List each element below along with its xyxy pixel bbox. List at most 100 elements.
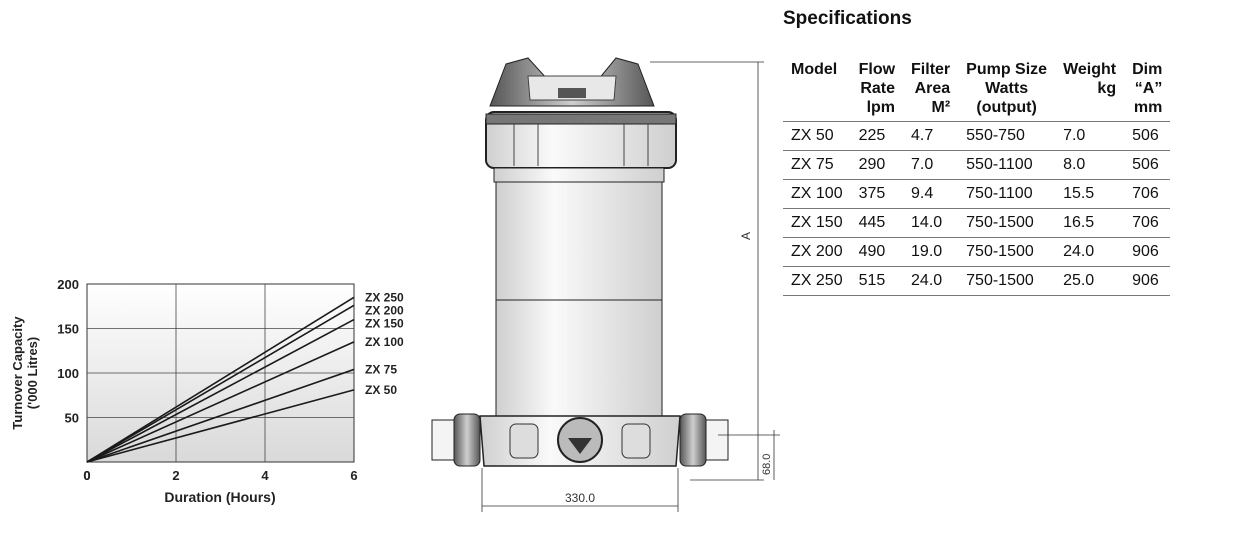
cell-model: ZX 100 <box>783 179 851 209</box>
cell-pump-size: 550-750 <box>958 121 1056 151</box>
cell-model: ZX 75 <box>783 150 851 180</box>
filter-canister <box>493 167 665 417</box>
cell-flow-rate: 225 <box>850 121 904 151</box>
series-line-zx-50 <box>86 389 355 463</box>
series-line-zx-75 <box>86 368 355 463</box>
dimension-a-label: A <box>739 232 753 240</box>
cell-model: ZX 50 <box>783 121 851 151</box>
header-flow-rate: Flow Rate lpm <box>851 58 903 122</box>
series-line-zx-150 <box>86 318 355 463</box>
origin-tick-label: 0 <box>83 468 90 483</box>
dimension-height-label: 68.0 <box>761 454 773 475</box>
y-tick-label: 200 <box>57 277 79 292</box>
header-text: Weight <box>1063 61 1117 78</box>
cell-filter-area: 19.0 <box>903 237 959 267</box>
header-text: (output) <box>976 99 1037 116</box>
cell-dim-a: 506 <box>1124 150 1171 180</box>
header-model: Model <box>783 58 851 122</box>
cell-pump-size: 750-1500 <box>958 266 1056 296</box>
header-text: kg <box>1097 80 1117 97</box>
table-header-row: Model Flow Rate lpm Filter Area M² Pump … <box>783 58 1171 122</box>
cell-flow-rate: 490 <box>850 237 904 267</box>
cell-flow-rate: 515 <box>850 266 904 296</box>
cell-weight: 7.0 <box>1055 121 1125 151</box>
cell-pump-size: 750-1100 <box>958 179 1056 209</box>
cell-weight: 8.0 <box>1055 150 1125 180</box>
specifications-title: Specifications <box>783 8 912 29</box>
header-text: Area <box>914 80 951 97</box>
header-text: Dim <box>1132 61 1163 78</box>
cell-dim-a: 906 <box>1124 266 1171 296</box>
cell-flow-rate: 290 <box>850 150 904 180</box>
cell-model: ZX 150 <box>783 208 851 238</box>
cell-filter-area: 9.4 <box>903 179 959 209</box>
series-label: ZX 75 <box>365 362 397 376</box>
series-line-zx-250 <box>86 296 355 463</box>
header-text: Watts <box>985 80 1029 97</box>
cell-filter-area: 7.0 <box>903 150 959 180</box>
series-label: ZX 150 <box>365 316 404 330</box>
header-filter-area: Filter Area M² <box>903 58 958 122</box>
dimension-width-label: 330.0 <box>565 491 595 505</box>
x-tick-label: 0 <box>83 468 90 483</box>
cell-pump-size: 750-1500 <box>958 237 1056 267</box>
outlet-union <box>679 413 729 467</box>
series-line-zx-100 <box>86 341 355 463</box>
cell-dim-a: 706 <box>1124 208 1171 238</box>
x-tick-label: 6 <box>350 468 357 483</box>
cell-weight: 16.5 <box>1055 208 1125 238</box>
y-axis-label-line2: ('000 Litres) <box>25 337 40 409</box>
header-text: mm <box>1133 99 1163 116</box>
series-label: ZX 200 <box>365 303 404 317</box>
cell-filter-area: 24.0 <box>903 266 959 296</box>
dimension-a <box>650 61 764 481</box>
series-line-zx-200 <box>86 304 355 463</box>
cell-weight: 24.0 <box>1055 237 1125 267</box>
cell-weight: 15.5 <box>1055 179 1125 209</box>
cell-flow-rate: 445 <box>850 208 904 238</box>
header-pump-size: Pump Size Watts (output) <box>958 58 1055 122</box>
header-text: “A” <box>1134 80 1163 97</box>
header-text: Rate <box>860 80 896 97</box>
cell-dim-a: 706 <box>1124 179 1171 209</box>
x-tick-label: 2 <box>172 468 179 483</box>
header-weight: Weight kg <box>1055 58 1124 122</box>
series-label: ZX 100 <box>365 335 404 349</box>
header-text: Model <box>791 61 838 78</box>
filter-lid <box>485 57 677 169</box>
header-text: M² <box>931 99 951 116</box>
header-dim-a: Dim “A” mm <box>1124 58 1170 122</box>
header-text: Flow <box>858 61 896 78</box>
filter-technical-drawing: A 68.0 330.0 <box>431 57 780 512</box>
header-text: Pump Size <box>966 61 1048 78</box>
cell-dim-a: 506 <box>1124 121 1171 151</box>
series-label: ZX 50 <box>365 383 397 397</box>
y-tick-label: 150 <box>57 322 79 337</box>
cell-weight: 25.0 <box>1055 266 1125 296</box>
dimension-height <box>718 430 780 480</box>
x-axis-label: Duration (Hours) <box>164 489 275 505</box>
y-tick-label: 100 <box>57 366 79 381</box>
specifications-table: Model Flow Rate lpm Filter Area M² Pump … <box>783 58 1171 296</box>
y-axis-label-line1: Turnover Capacity <box>10 316 25 430</box>
y-tick-label: 50 <box>65 411 79 426</box>
filter-base <box>479 415 681 467</box>
cell-model: ZX 250 <box>783 266 851 296</box>
cell-flow-rate: 375 <box>850 179 904 209</box>
dimension-width <box>481 468 679 512</box>
cell-dim-a: 906 <box>1124 237 1171 267</box>
cell-pump-size: 750-1500 <box>958 208 1056 238</box>
cell-model: ZX 200 <box>783 237 851 267</box>
cell-pump-size: 550-1100 <box>958 150 1056 180</box>
header-text: lpm <box>866 99 896 116</box>
x-tick-label: 4 <box>261 468 269 483</box>
cell-filter-area: 14.0 <box>903 208 959 238</box>
inlet-union <box>431 413 481 467</box>
